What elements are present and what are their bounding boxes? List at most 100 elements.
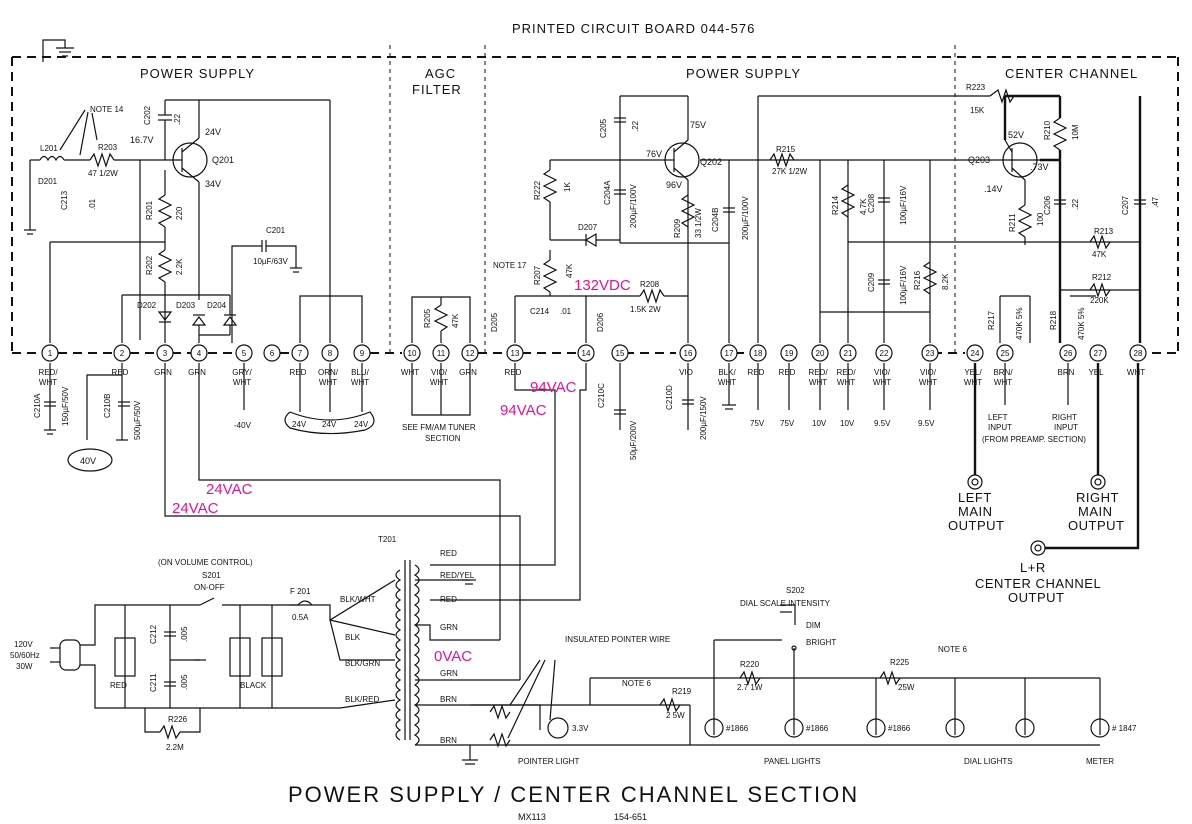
r220-value: 2.7 1W [737, 683, 763, 692]
f201-value: 0.5A [292, 613, 309, 622]
d203-label: D203 [176, 301, 196, 310]
wire-color-label: WHT [837, 378, 855, 387]
model-number: MX113 [518, 812, 546, 822]
annotation-132vdc: 132VDC [574, 277, 631, 294]
terminal-26 [1059, 344, 1077, 362]
q201-24v-label: 24V [205, 127, 221, 137]
c207-label: C207 [1121, 195, 1130, 215]
lamp-1847: # 1847 [1112, 724, 1137, 733]
wire-color-label: WHT [718, 378, 736, 387]
r207-label: R207 [533, 265, 542, 285]
terminal-number: 11 [437, 349, 446, 358]
annotation-94vac-b: 94VAC [500, 402, 547, 419]
c209-label: C209 [867, 272, 876, 292]
wire-color-label: VIO/ [920, 368, 937, 377]
terminal-6 [263, 344, 281, 362]
r225-value: 25W [898, 683, 915, 692]
annotation-94vac-a: 94VAC [530, 379, 577, 396]
onoff-label: ON-OFF [194, 583, 225, 592]
v75-1: 75V [750, 419, 765, 428]
terminal-17 [720, 344, 738, 362]
terminal-2 [113, 344, 131, 362]
red-cap-label: RED [110, 681, 127, 690]
r226-label: R226 [168, 715, 188, 724]
d202-label: D202 [137, 301, 157, 310]
right-input-1: RIGHT [1052, 413, 1077, 422]
terminal-number: 4 [197, 349, 202, 358]
mains-label-2: 50/60Hz [10, 651, 40, 660]
panel-lights-label: PANEL LIGHTS [764, 757, 820, 766]
wire-color-label: WHT [319, 378, 337, 387]
pcb-outline [11, 45, 1179, 354]
wire-color-label: BRN [1058, 368, 1075, 377]
annotation-24vac-a: 24VAC [206, 481, 253, 498]
terminal-7 [291, 344, 309, 362]
annotation-24vac-b: 24VAC [172, 500, 219, 517]
d205-label: D205 [490, 312, 499, 332]
pcb-label: PRINTED CIRCUIT BOARD 044-576 [512, 21, 755, 36]
r215-label: R215 [776, 145, 796, 154]
t201-red: RED [440, 549, 457, 558]
terminal-number: 23 [926, 349, 935, 358]
c201-label: C201 [266, 226, 286, 235]
f201-label: F 201 [290, 587, 311, 596]
section-center-channel: CENTER CHANNEL [1005, 66, 1138, 81]
v-minus40: -40V [234, 421, 252, 430]
r202-label: R202 [145, 255, 154, 275]
primary-blkred: BLK/RED [345, 695, 379, 704]
left-input-2: INPUT [988, 423, 1012, 432]
from-preamp: (FROM PREAMP. SECTION) [982, 435, 1086, 444]
terminal-12 [461, 344, 479, 362]
mains-label-1: 120V [14, 640, 33, 649]
wire-color-label: WHT [994, 378, 1012, 387]
terminal-number: 9 [360, 349, 365, 358]
terminal-number: 16 [684, 349, 693, 358]
c210c-label: C210C [597, 383, 606, 408]
terminal-number: 26 [1064, 349, 1073, 358]
terminal-number: 8 [328, 349, 333, 358]
terminal-number: 22 [880, 349, 889, 358]
r210-value: 10M [1071, 124, 1080, 140]
pointer-light-label: POINTER LIGHT [518, 757, 579, 766]
note14-pointer [79, 111, 89, 156]
terminal-27 [1089, 344, 1107, 362]
c208-value: 100µF/16V [899, 185, 908, 225]
part-number: 154-651 [614, 812, 647, 822]
primary-wiring [50, 579, 396, 740]
right-main-1: RIGHT [1076, 490, 1119, 505]
t201-brn2: BRN [440, 736, 457, 745]
wire-color-label: RED [290, 368, 307, 377]
q201-16v7-label: 16.7V [130, 135, 154, 145]
center-out-1: CENTER CHANNEL [975, 576, 1101, 591]
c207-value: .47 [1151, 196, 1160, 208]
wire-color-label: WHT [39, 378, 57, 387]
lamp-1866-a: #1866 [726, 724, 749, 733]
q202-75v-label: 75V [690, 120, 706, 130]
annotation-0vac: 0VAC [434, 648, 472, 665]
q203-73v-label: .73V [1030, 162, 1049, 172]
v10-2: 10V [840, 419, 855, 428]
r216-value: 8.2K [941, 273, 950, 290]
c202-value: .22 [173, 113, 182, 125]
r201-r202-chain [49, 170, 173, 343]
left-main-1: LEFT [958, 490, 992, 505]
terminal-4 [190, 344, 208, 362]
r210-label: R210 [1043, 120, 1052, 140]
c210a-label: C210A [33, 393, 42, 418]
terminal-number: 20 [816, 349, 825, 358]
mains-label-3: 30W [16, 662, 33, 671]
r217-value: 470K 5% [1015, 308, 1024, 340]
terminal-5 [235, 344, 253, 362]
meter-label: METER [1086, 757, 1114, 766]
r223-value: 15K [970, 106, 985, 115]
r222-label: R222 [533, 180, 542, 200]
dial-lights-label: DIAL LIGHTS [964, 757, 1013, 766]
q201-regulator [158, 99, 331, 300]
q203-52v-label: 52V [1008, 130, 1024, 140]
s202-label: S202 [786, 586, 805, 595]
c214-label: C214 [530, 307, 550, 316]
wire-color-label: WHT [873, 378, 891, 387]
note14-pointer [59, 109, 86, 151]
note6b-label: NOTE 6 [938, 645, 967, 654]
terminal-number: 24 [971, 349, 980, 358]
